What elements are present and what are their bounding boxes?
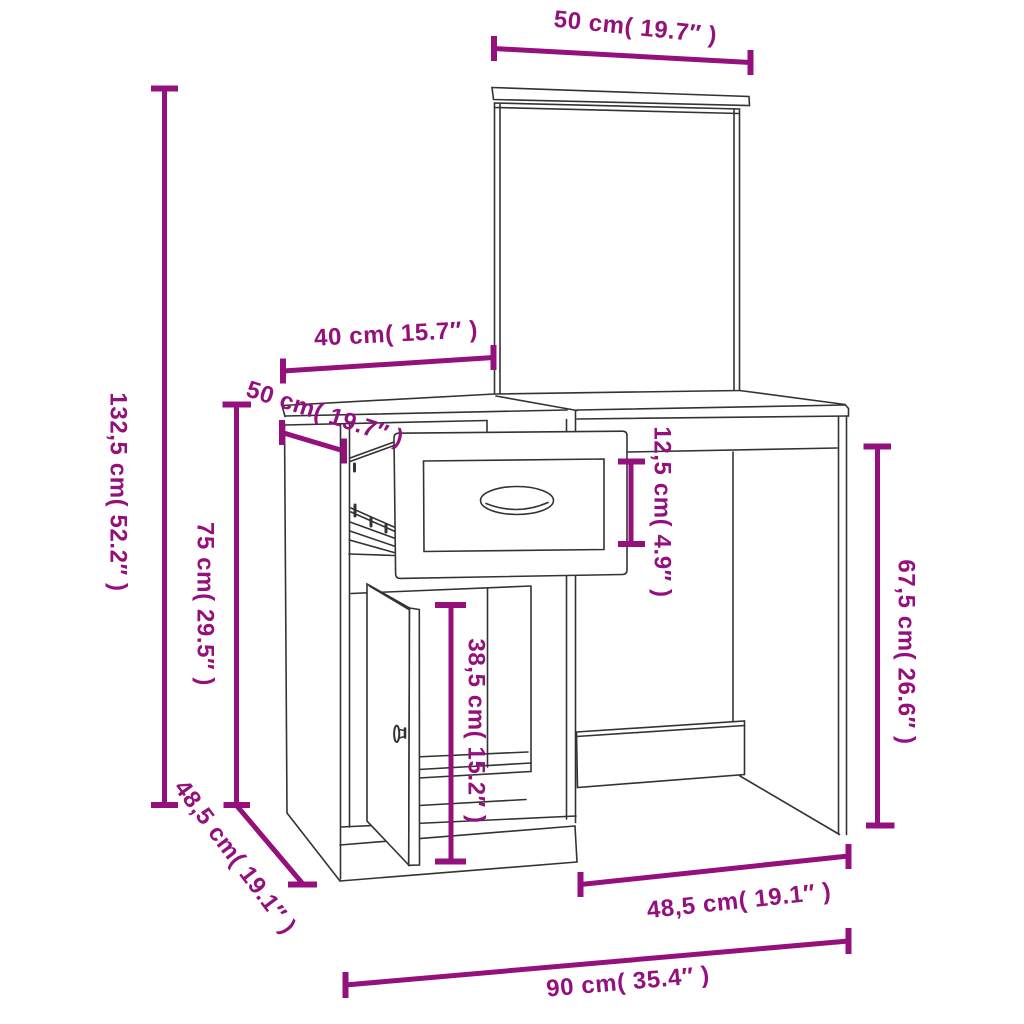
svg-text:12,5 cm( 4.9″ ): 12,5 cm( 4.9″ ) — [649, 426, 676, 597]
svg-text:132,5 cm( 52.2″ ): 132,5 cm( 52.2″ ) — [105, 392, 132, 591]
svg-text:38,5 cm( 15.2″ ): 38,5 cm( 15.2″ ) — [463, 638, 490, 823]
svg-text:75 cm( 29.5″ ): 75 cm( 29.5″ ) — [192, 522, 219, 686]
svg-text:67,5 cm( 26.6″ ): 67,5 cm( 26.6″ ) — [893, 559, 920, 744]
